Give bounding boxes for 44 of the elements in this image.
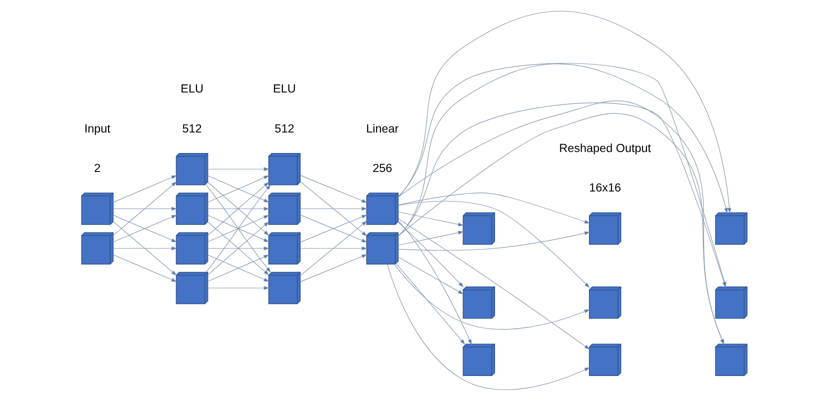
arrow (299, 220, 367, 276)
label: 16x16 (588, 182, 621, 195)
arrow (397, 220, 472, 345)
arrow (207, 246, 269, 250)
label: 256 (372, 162, 392, 175)
arrow (398, 192, 590, 224)
arrow (112, 206, 176, 211)
arrow (398, 231, 590, 251)
arrow (207, 254, 269, 282)
arrow (393, 264, 590, 330)
arrow (207, 286, 269, 290)
arrow (207, 206, 269, 211)
label: Linear (366, 122, 398, 136)
arrow (398, 218, 590, 350)
arrow (112, 221, 176, 276)
arrow (299, 206, 367, 211)
arrow (397, 256, 464, 294)
arrow (386, 264, 590, 390)
arrow (112, 246, 176, 250)
label: Input (84, 122, 110, 136)
label: ELU (272, 82, 296, 96)
label: 512 (274, 122, 294, 136)
label: 512 (182, 122, 202, 136)
arrow (112, 181, 176, 236)
label: 2 (94, 162, 100, 175)
arrow (112, 214, 176, 242)
arrow (299, 246, 367, 250)
arrow (397, 230, 464, 246)
arrow (397, 212, 464, 226)
label: Reshaped Output (558, 142, 651, 156)
arrow (112, 254, 176, 282)
arrow (299, 175, 367, 203)
label: ELU (180, 82, 203, 96)
arrow (112, 175, 176, 203)
arrow (299, 181, 367, 236)
arrow (207, 215, 269, 242)
arrow (398, 200, 590, 288)
arrow (299, 214, 367, 242)
arrow (398, 222, 464, 288)
arrow (207, 167, 269, 172)
arrow (396, 264, 465, 345)
arrow (299, 254, 367, 282)
arrow (207, 175, 269, 202)
arrow (397, 64, 728, 237)
